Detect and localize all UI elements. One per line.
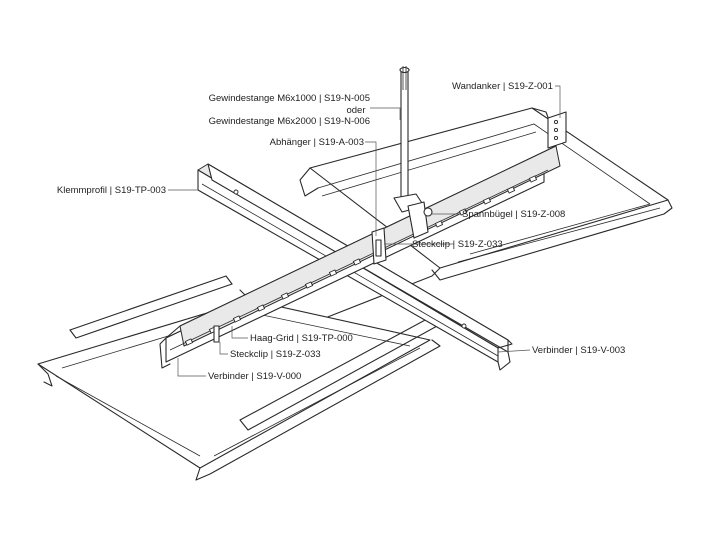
wandanker-bracket [547, 111, 567, 149]
ceiling-panel-near [37, 275, 449, 481]
label-verbinder-left: Verbinder | S19-V-000 [208, 371, 301, 382]
label-abhaenger: Abhänger | S19-A-003 [270, 137, 364, 148]
label-verbinder-right: Verbinder | S19-V-003 [532, 345, 625, 356]
steckclip-parts [213, 239, 382, 343]
label-haag-grid: Haag-Grid | S19-TP-000 [250, 333, 353, 344]
label-steckclip-right: Steckclip | S19-Z-033 [412, 239, 503, 250]
label-gewindestange-2000: Gewindestange M6x2000 | S19-N-006 [209, 116, 370, 127]
label-wandanker: Wandanker | S19-Z-001 [452, 81, 553, 92]
haag-grid-slots [184, 175, 538, 346]
haag-grid-rail [159, 145, 561, 369]
label-oder: oder [346, 105, 365, 116]
gewindestange-rod [399, 66, 410, 203]
label-klemmprofil: Klemmprofil | S19-TP-003 [57, 185, 166, 196]
leader-lines [168, 85, 561, 377]
label-gewindestange-1000: Gewindestange M6x1000 | S19-N-005 [209, 93, 370, 104]
label-spannbuegel: Spannbügel | S19-Z-008 [462, 209, 565, 220]
label-steckclip-left: Steckclip | S19-Z-033 [230, 349, 321, 360]
labels: Gewindestange M6x1000 | S19-N-005 oder G… [57, 81, 625, 382]
